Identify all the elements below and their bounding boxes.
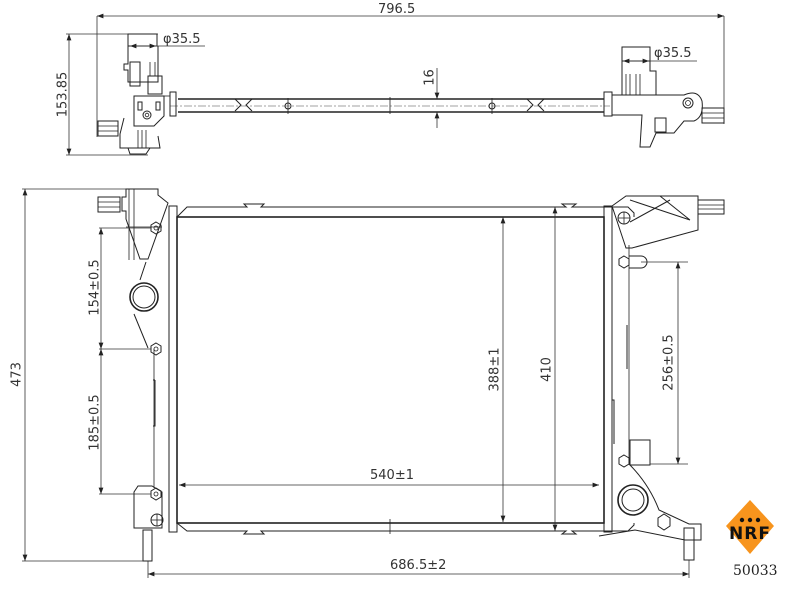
dim-inlet-diameter: φ35.5 [163,32,201,47]
dim-right-mount: 256±0.5 [661,334,677,391]
dim-overall-width-top: 796.5 [378,2,416,17]
dim-tank-height: 410 [539,357,555,382]
dim-core-width: 540±1 [370,468,414,483]
dim-left-mount-lower: 185±0.5 [87,394,103,451]
dim-outlet-diameter: φ35.5 [654,46,692,61]
left-mount-upper [150,221,162,235]
dim-core-thickness: 16 [422,69,438,86]
dim-overall-width-front: 686.5±2 [390,558,447,573]
front-view [22,188,725,578]
dim-core-height: 388±1 [487,347,503,392]
top-view [66,13,725,156]
brand-logo: NRF [712,498,788,558]
dim-depth: 153.85 [55,71,71,118]
part-number: 50033 [733,563,778,579]
nrf-diamond-icon [726,500,774,554]
left-mount-middle [150,342,162,356]
left-mount-lower [150,487,162,501]
brand-logo-text: NRF [729,524,771,544]
dim-overall-height: 473 [9,362,25,387]
dim-left-mount-upper: 154±0.5 [87,259,103,316]
